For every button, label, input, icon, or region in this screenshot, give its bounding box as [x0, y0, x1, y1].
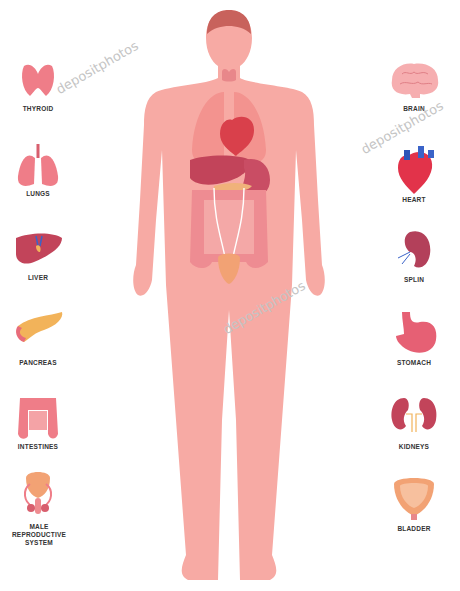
- body-ureters: [214, 188, 244, 262]
- organ-label: SPLIN: [404, 276, 424, 284]
- head-brain: [207, 10, 251, 34]
- intestines-icon: [18, 398, 58, 439]
- organ-label: MALE REPRODUCTIVE SYSTEM: [3, 523, 75, 547]
- pancreas-icon: [16, 312, 62, 342]
- organ-label: KIDNEYS: [399, 443, 429, 451]
- lungs-icon: [18, 144, 58, 186]
- body-liver: [190, 156, 250, 185]
- organ-label: STOMACH: [397, 359, 431, 367]
- organ-label: THYROID: [23, 105, 54, 113]
- brain-icon: [392, 64, 439, 98]
- bladder-icon: [394, 478, 434, 520]
- organ-label: LUNGS: [26, 190, 50, 198]
- liver-icon: [16, 234, 62, 264]
- body-heart: [220, 117, 254, 156]
- organ-label: BLADDER: [397, 525, 430, 533]
- kidneys-icon: [392, 398, 437, 432]
- heart-icon: [398, 146, 434, 194]
- organ-label: PANCREAS: [19, 359, 57, 367]
- male-reproductive-icon: [25, 472, 51, 514]
- stomach-icon: [396, 312, 436, 353]
- thyroid-icon: [22, 65, 54, 96]
- spleen-icon: [398, 231, 430, 267]
- watermark: depositphotos: [359, 98, 446, 157]
- body-small-intestine: [204, 200, 254, 254]
- body-lungs: [192, 92, 266, 163]
- body-thyroid: [222, 69, 236, 82]
- body-silhouette: [133, 10, 325, 580]
- organ-label: LIVER: [28, 274, 48, 282]
- watermark: depositphotos: [54, 38, 141, 97]
- organ-label: HEART: [402, 196, 425, 204]
- organ-label: INTESTINES: [18, 443, 58, 451]
- body-bladder: [218, 254, 240, 285]
